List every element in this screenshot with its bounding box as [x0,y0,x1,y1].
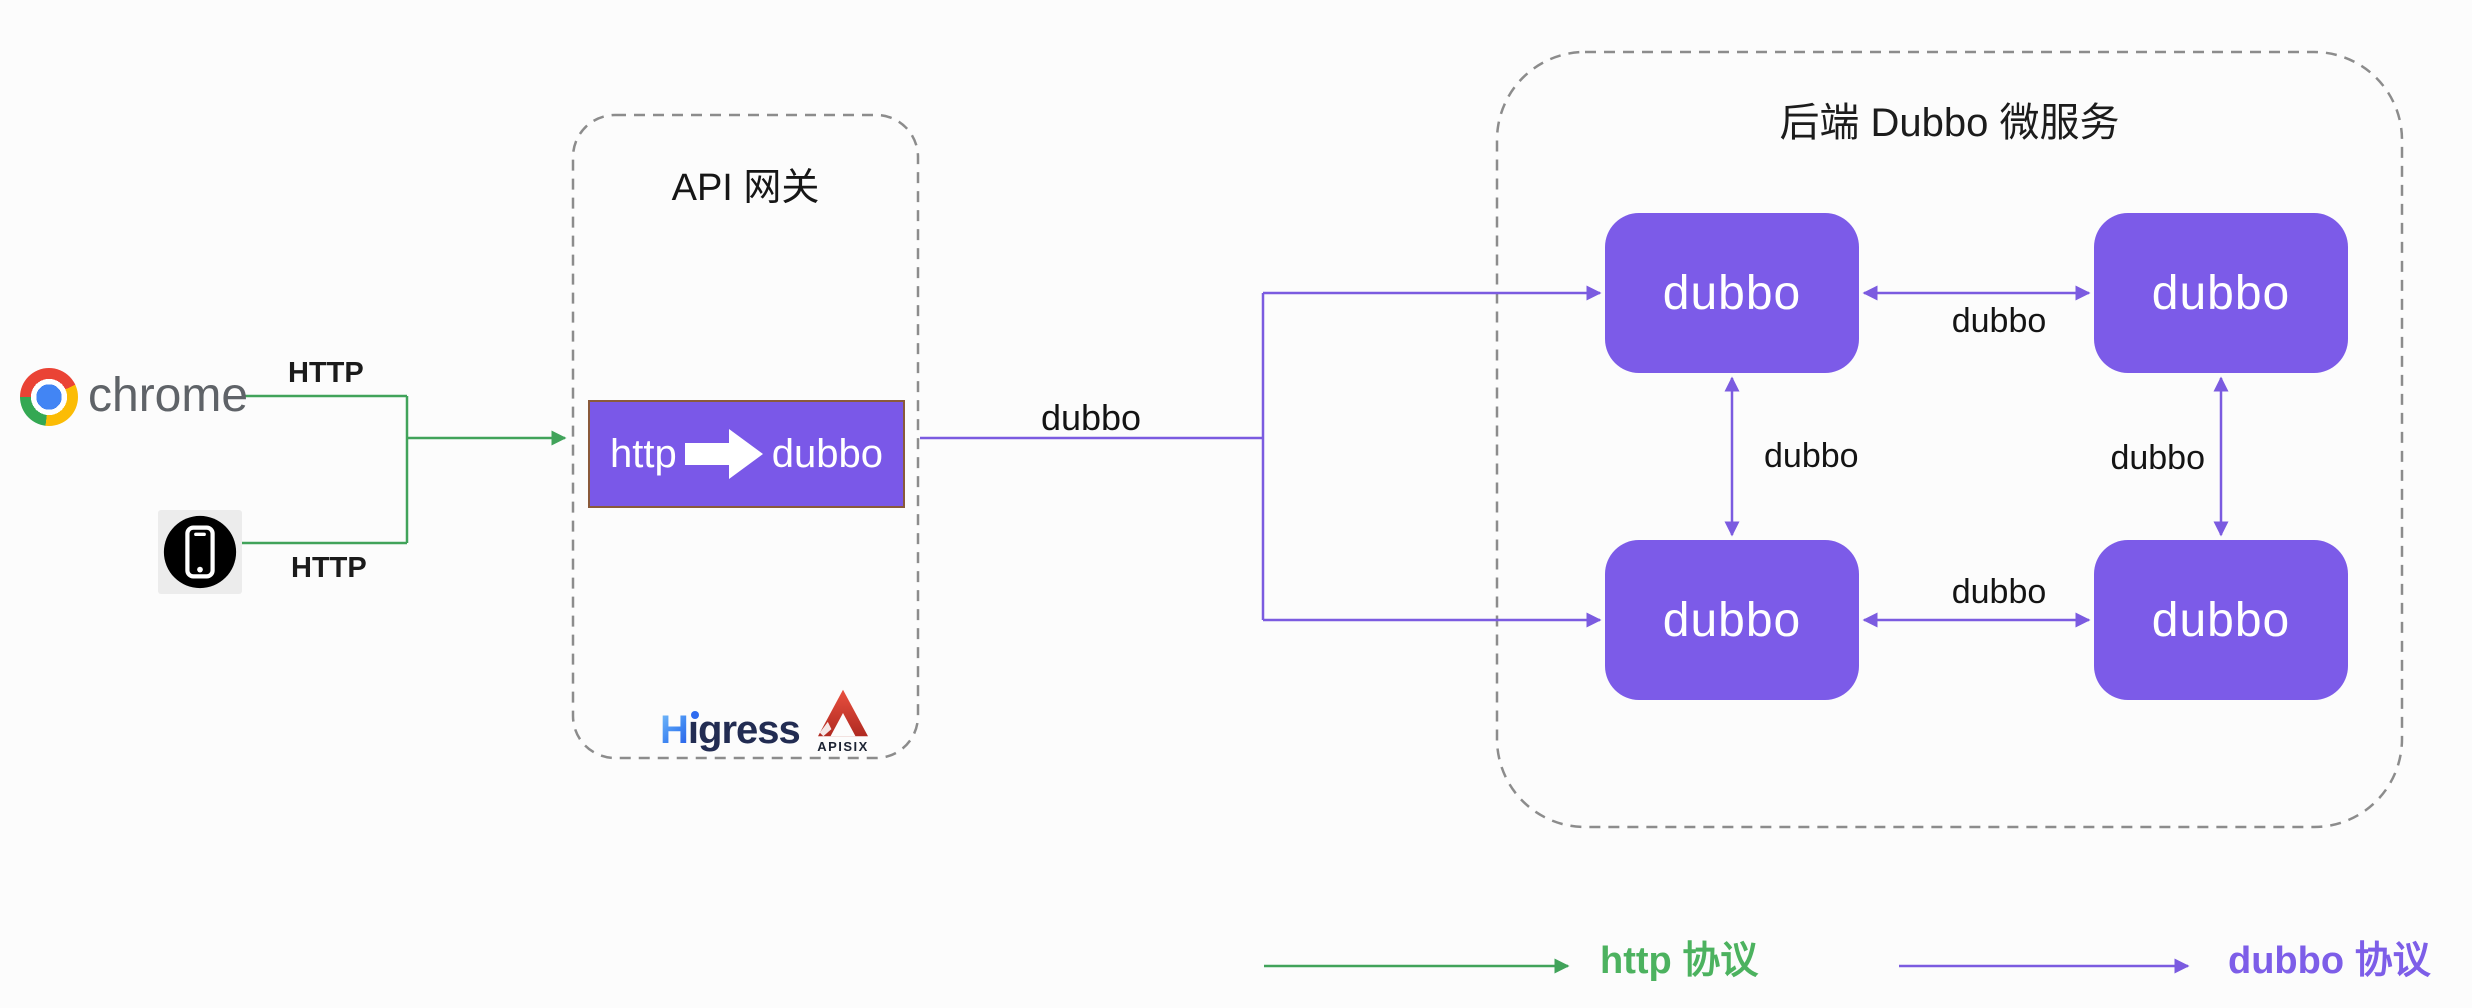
api-gateway-title: API 网关 [671,167,820,209]
higress-logo-rest: gress [698,708,801,752]
converter-source-label: http [610,432,677,476]
edge-label-bottom-row: dubbo [1951,573,2047,611]
chrome-label: chrome [88,369,249,422]
api-gateway-group-border [571,113,920,760]
legend-http-label: http 协议 [1600,940,1759,982]
edge-label-right-column: dubbo [2110,439,2205,477]
http-protocol-label-top: HTTP [288,357,364,389]
dubbo-node-top-left: dubbo [1605,213,1859,373]
http-to-dubbo-converter-box: http dubbo [588,400,905,508]
dubbo-node-bottom-right: dubbo [2094,540,2348,700]
converter-target-label: dubbo [771,432,883,476]
backend-group-border [1495,50,2404,829]
apisix-logo-text: APISIX [817,739,869,754]
legend-dubbo-label: dubbo 协议 [2228,940,2431,982]
dubbo-node-label: dubbo [1662,266,1802,320]
edge-label-top-row: dubbo [1951,302,2047,340]
http-protocol-label-bottom: HTTP [291,552,367,584]
apisix-logo: APISIX [810,688,876,754]
higress-logo-i: ı [687,708,699,752]
dubbo-node-top-right: dubbo [2094,213,2348,373]
right-block-arrow-icon [677,427,772,481]
edge-label-left-column: dubbo [1764,437,1859,475]
backend-cluster-title: 后端 Dubbo 微服务 [1779,101,2120,145]
higress-logo: Hıgress [660,708,801,752]
dubbo-node-label: dubbo [2151,266,2291,320]
dubbo-node-bottom-left: dubbo [1605,540,1859,700]
dubbo-node-label: dubbo [1662,593,1802,647]
ingress-dubbo-label: dubbo [1040,397,1142,438]
higress-logo-h: H [660,708,689,752]
dubbo-node-label: dubbo [2151,593,2291,647]
apisix-logo-icon [818,689,868,737]
smartphone-icon [158,510,242,594]
chrome-logo-icon [20,368,78,426]
